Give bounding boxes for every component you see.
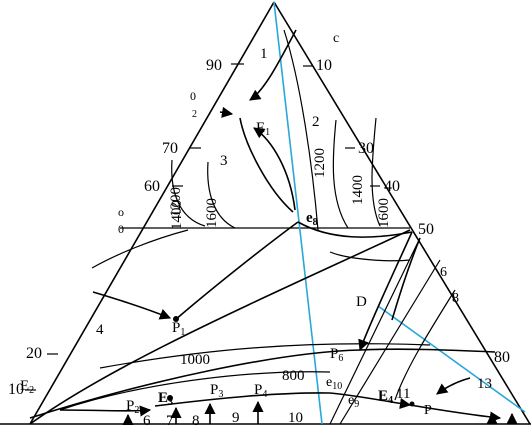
point-P-edge: P [424, 403, 432, 418]
left-label-20: 20 [26, 345, 42, 362]
field-numbers: 1 2 3 4 6 7 8 9 10 11 13 [96, 46, 492, 429]
left-label-60: 60 [144, 178, 160, 195]
point-E4: E4 [378, 388, 393, 406]
point-labels: E1 E2 E3 E4 P1 P2 P3 P4 P6 e8 e9 e10 D P [20, 120, 432, 418]
field-11: 11 [396, 386, 410, 402]
left-scale-labels: 90 70 60 20 10 [8, 57, 222, 398]
right-scale-labels: 10 30 40 50 80 [316, 57, 510, 366]
point-P2: P2 [126, 398, 139, 416]
point-E1: E1 [256, 120, 270, 138]
clipped-label-0a: 0 [190, 89, 196, 103]
marker-E3 [167, 395, 173, 401]
isotherm-1200-vertical: 1200 [168, 187, 184, 217]
field-3: 3 [220, 153, 228, 169]
join-line-vertical [273, 1, 323, 425]
point-E2: E2 [20, 378, 34, 396]
field-10: 10 [288, 410, 303, 426]
point-D: D [356, 294, 367, 310]
field-1: 1 [260, 46, 268, 62]
isotherm-1400-right: 1400 [350, 175, 366, 205]
isotherm-curves [59, 29, 431, 411]
right-label-80: 80 [494, 349, 510, 366]
triangle-outline [0, 1, 531, 425]
point-E3: E3 [158, 390, 173, 408]
right-label-10: 10 [316, 57, 332, 74]
right-label-50: 50 [418, 221, 434, 238]
isotherm-1600-left: 1600 [204, 198, 220, 228]
isotherm-1000: 1000 [180, 352, 210, 368]
left-label-90: 90 [206, 57, 222, 74]
field-8: 8 [192, 413, 200, 429]
point-e8: e8 [306, 210, 318, 228]
left-label-10: 10 [8, 381, 24, 398]
right-label-40: 40 [384, 178, 400, 195]
marker-E4 [409, 401, 415, 407]
isotherm-labels: 1200 1400 1600 1400 1600 1200 1000 800 [168, 148, 392, 384]
isotherm-800: 800 [282, 368, 305, 384]
clipped-label-2: 2 [192, 109, 197, 120]
marker-P1 [173, 316, 179, 322]
right-label-30: 30 [358, 140, 374, 157]
clipped-label-0b: 0 [118, 222, 124, 236]
point-e10: e10 [326, 375, 342, 392]
field-2: 2 [312, 114, 320, 130]
isotherm-1600-right: 1600 [376, 198, 392, 228]
point-P6: P6 [330, 346, 343, 364]
clipped-label-6: 6 [440, 265, 447, 280]
join-line-right [377, 305, 526, 413]
boundary-curves [29, 29, 518, 426]
point-e9: e9 [348, 393, 359, 410]
isotherm-1400-left: 1400 [169, 200, 185, 230]
clipped-label-c: c [333, 31, 339, 46]
field-13: 13 [477, 376, 492, 392]
field-6: 6 [143, 413, 151, 429]
clipped-labels: c 0 2 o 0 6 8 [118, 31, 459, 306]
point-markers [167, 316, 415, 407]
clipped-label-o: o [118, 205, 124, 219]
left-label-70: 70 [162, 140, 178, 157]
field-4: 4 [96, 322, 104, 338]
point-P1: P1 [172, 320, 185, 338]
field-9: 9 [232, 410, 240, 426]
clipped-label-8: 8 [452, 291, 459, 306]
point-P4: P4 [254, 382, 267, 400]
field-7: 7 [166, 413, 174, 429]
isotherm-1200-upper: 1200 [312, 148, 328, 178]
point-P3: P3 [210, 382, 223, 400]
